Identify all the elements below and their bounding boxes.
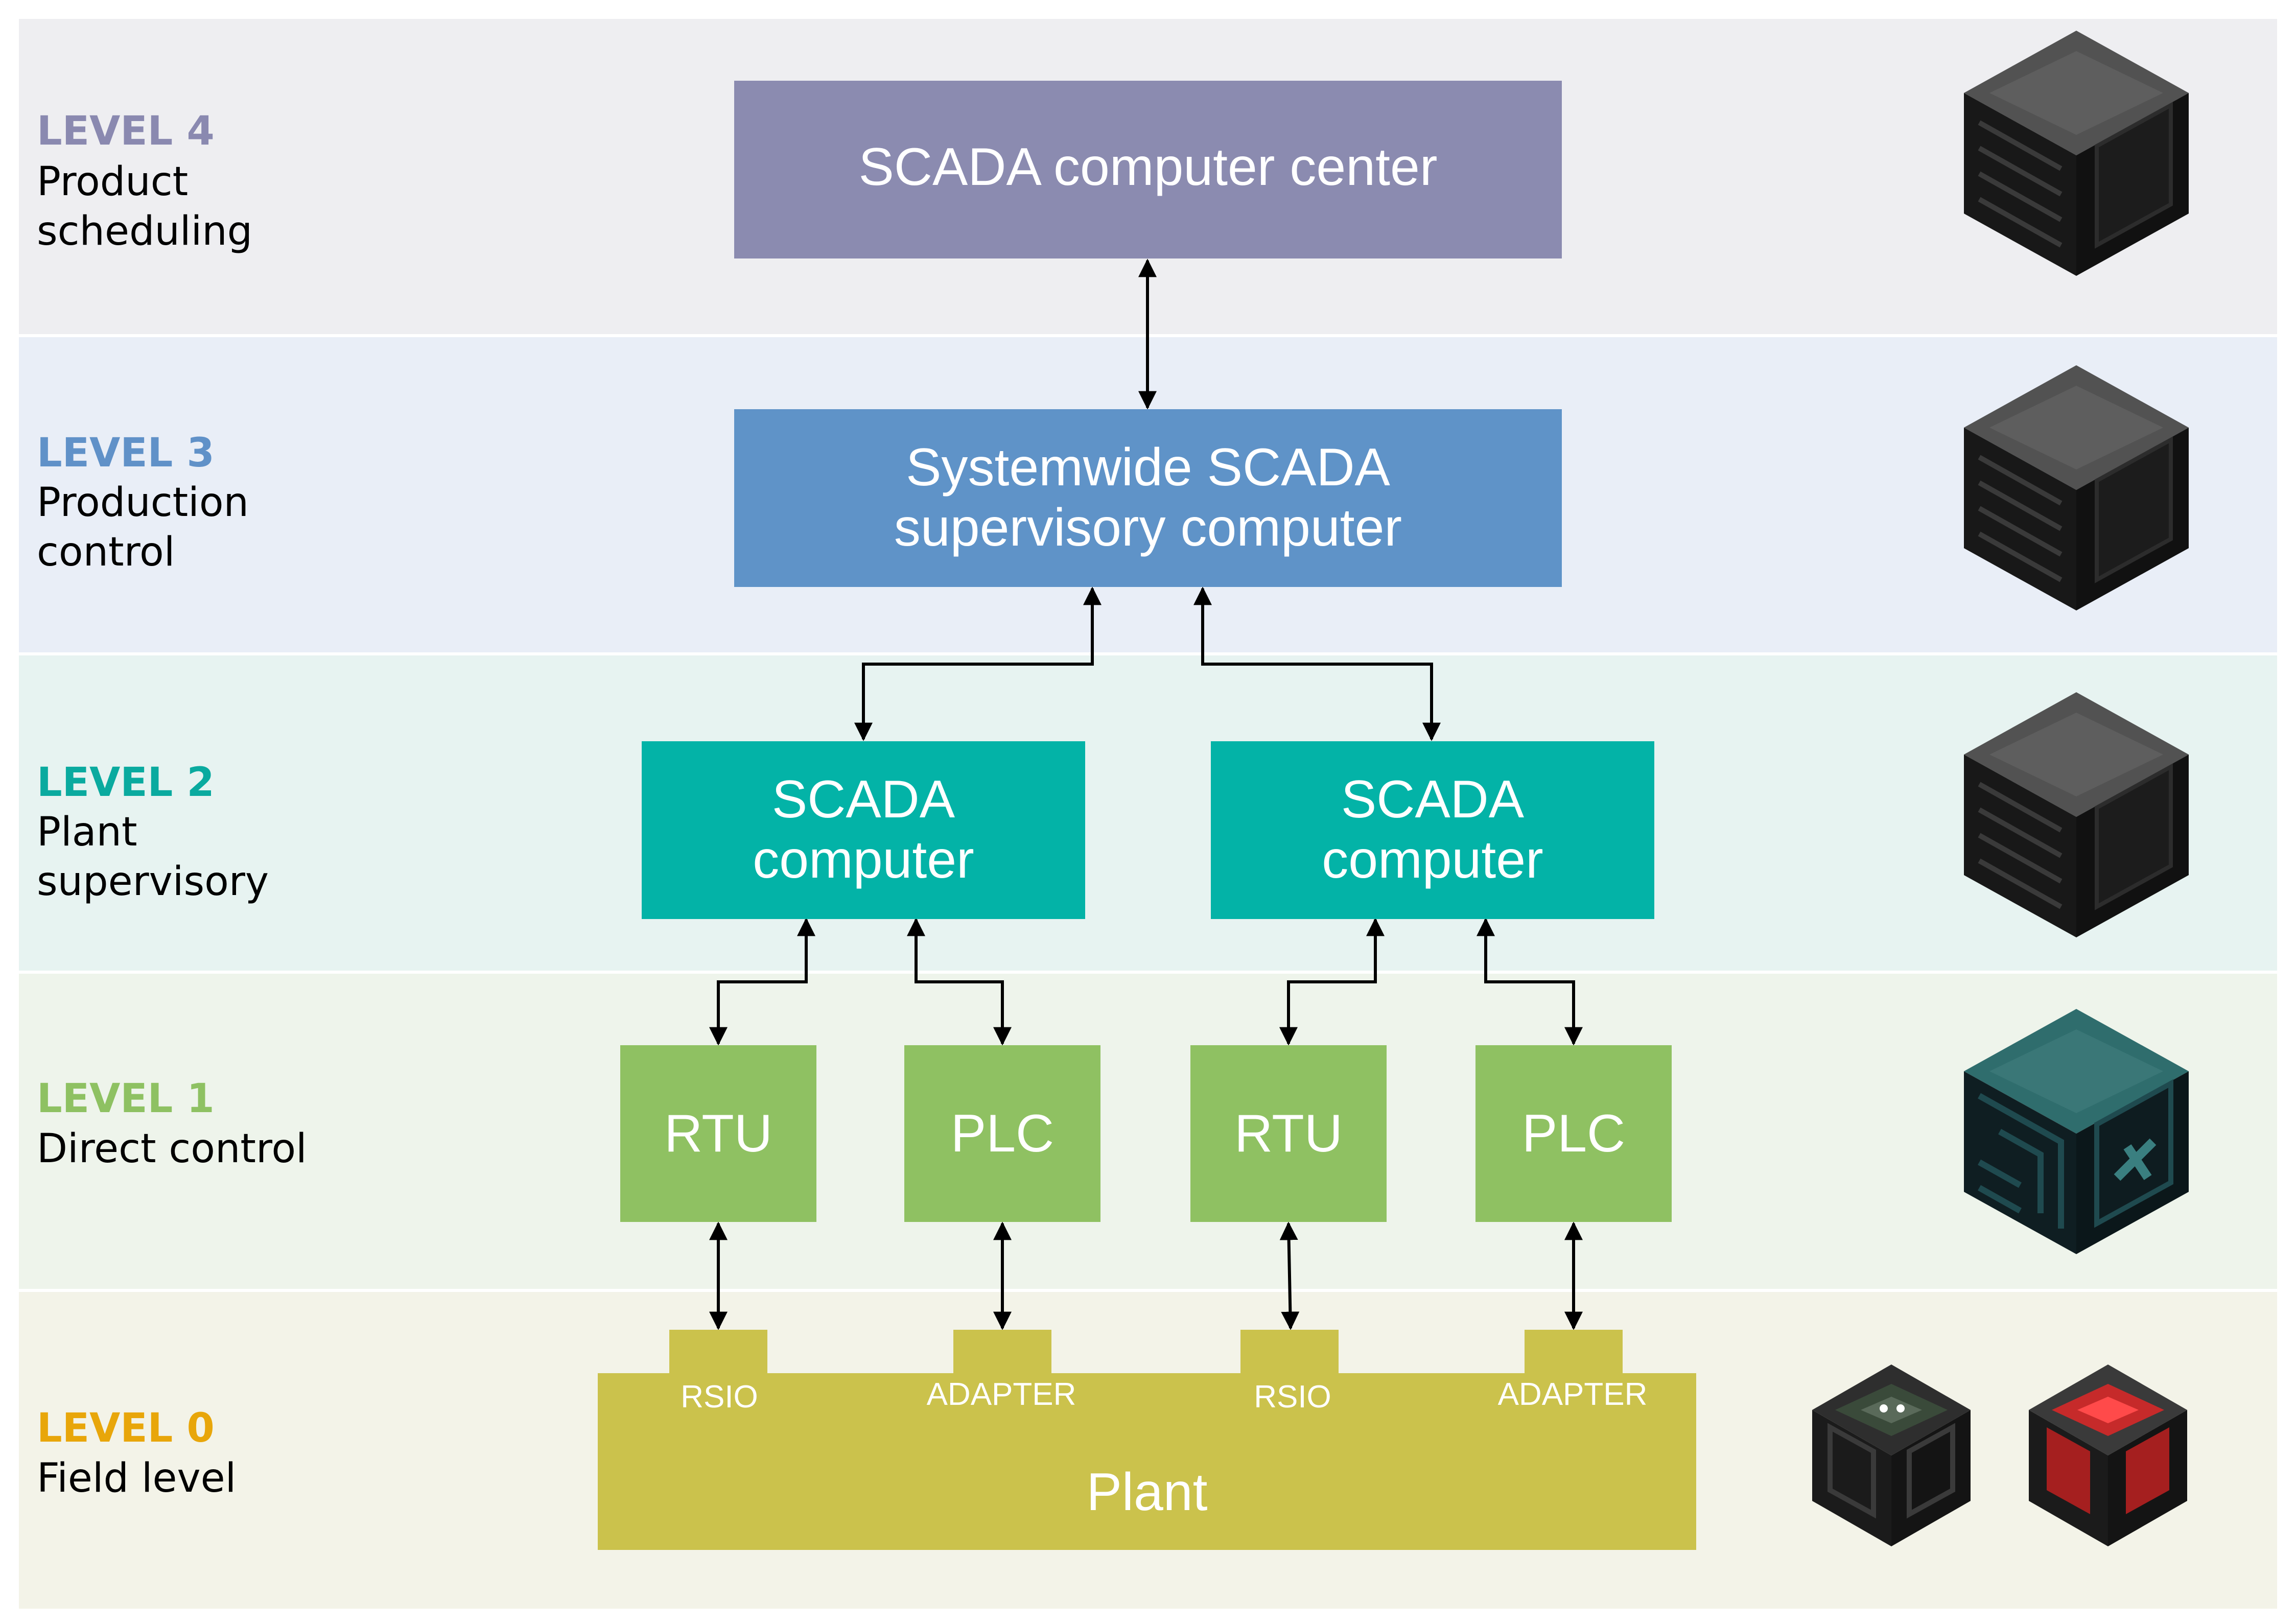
level-labels: LEVEL 4 Product scheduling LEVEL 3 Produ… [37, 108, 307, 1501]
level4-title: LEVEL 4 [37, 108, 215, 154]
adapter-tab-1 [953, 1330, 1051, 1376]
systemwide-box: Systemwide SCADA supervisory computer [734, 409, 1562, 587]
plant-body [598, 1373, 1696, 1550]
plc-2-label: PLC [1522, 1104, 1625, 1163]
scada-right-line2: computer [1322, 830, 1543, 889]
arrow-scadaleft-rtu1 [709, 917, 815, 1046]
level2-desc1: Plant [37, 809, 137, 855]
level1-desc1: Direct control [37, 1126, 307, 1172]
plc-1-label: PLC [951, 1104, 1054, 1163]
systemwide-label-line1: Systemwide SCADA [906, 438, 1390, 497]
level0-desc1: Field level [37, 1455, 236, 1501]
scada-left-line2: computer [753, 830, 974, 889]
scada-center-label: SCADA computer center [859, 137, 1438, 197]
adapter-tab-2 [1525, 1330, 1623, 1376]
systemwide-label-line2: supervisory computer [894, 498, 1402, 557]
level3-desc1: Production [37, 480, 249, 526]
computer-block-icon [1964, 365, 2189, 610]
computer-block-icon [1964, 692, 2189, 937]
arrow-systemwide-scada-left [854, 586, 1102, 741]
scada-left-line1: SCADA [772, 770, 955, 829]
rtu-1-label: RTU [664, 1104, 772, 1163]
level3-desc2: control [37, 529, 175, 575]
plant-block: RSIO ADAPTER RSIO ADAPTER Plant [598, 1330, 1696, 1550]
plc-box-2: PLC [1475, 1045, 1672, 1222]
scada-left-box: SCADA computer [642, 741, 1085, 919]
arrow-scadaright-plc2 [1477, 917, 1583, 1046]
arrow-rtu2-rsio2 [1279, 1221, 1300, 1330]
arrow-systemwide-scada-right [1193, 586, 1441, 741]
level1-title: LEVEL 1 [37, 1076, 215, 1122]
scada-right-line1: SCADA [1341, 770, 1525, 829]
level4-desc1: Product [37, 159, 188, 205]
adapter-block-icon [2029, 1364, 2187, 1546]
rsio-tab-1 [669, 1330, 767, 1376]
adapter-label-1: ADAPTER [927, 1377, 1076, 1412]
band-level2 [19, 655, 2277, 971]
plant-label: Plant [1086, 1463, 1207, 1522]
computer-block-icon [1964, 31, 2189, 276]
level2-desc2: supervisory [37, 859, 269, 905]
level4-desc2: scheduling [37, 208, 252, 254]
level3-title: LEVEL 3 [37, 430, 215, 476]
arrow-scadaright-rtu2 [1279, 917, 1385, 1046]
teal-rtu-block-icon [1964, 1009, 2189, 1254]
scada-center-box: SCADA computer center [734, 81, 1562, 258]
level0-title: LEVEL 0 [37, 1405, 215, 1451]
band-level1 [19, 974, 2277, 1289]
rsio-label-2: RSIO [1254, 1379, 1331, 1415]
scada-right-box: SCADA computer [1211, 741, 1654, 919]
rtu-box-2: RTU [1190, 1045, 1387, 1222]
rtu-2-label: RTU [1234, 1104, 1343, 1163]
plc-box-1: PLC [904, 1045, 1100, 1222]
rsio-tab-2 [1240, 1330, 1339, 1376]
rsio-block-icon [1812, 1364, 1971, 1546]
connectors [709, 258, 1583, 1330]
level2-title: LEVEL 2 [37, 760, 215, 806]
arrow-scadaleft-plc1 [907, 917, 1012, 1046]
adapter-label-2: ADAPTER [1498, 1377, 1648, 1412]
rtu-box-1: RTU [620, 1045, 816, 1222]
rsio-label-1: RSIO [681, 1379, 758, 1415]
